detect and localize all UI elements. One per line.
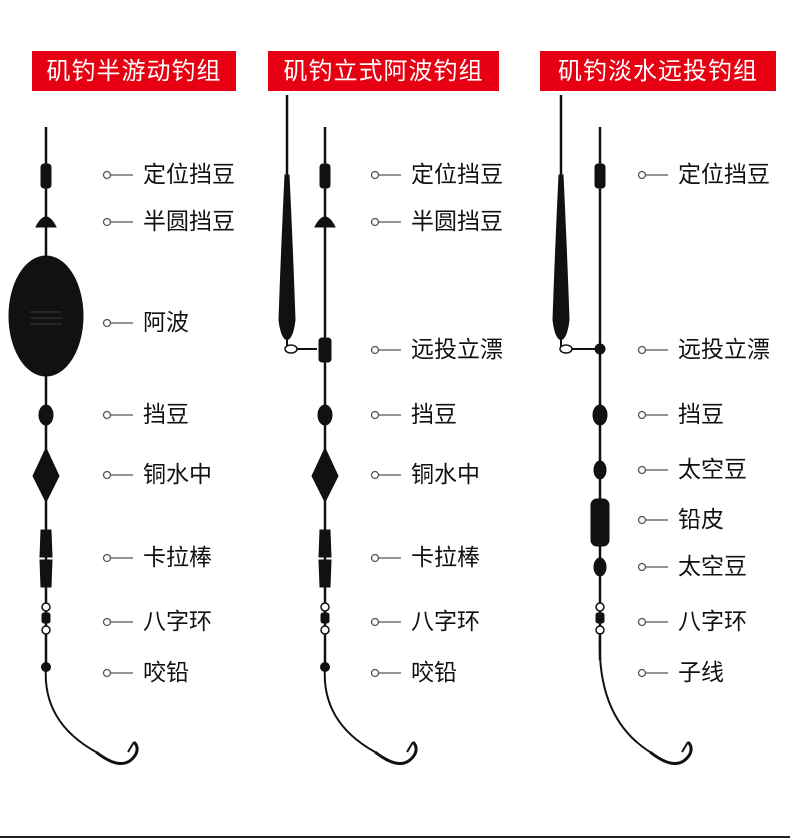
rig2-label-swivel: 八字环 bbox=[411, 609, 480, 635]
rig2-float-holder bbox=[318, 337, 332, 363]
rig3-label-space-bead-top: 太空豆 bbox=[678, 457, 747, 483]
rig3-positioning-stopper bbox=[594, 163, 606, 189]
rig1-label-brass-weight: 铜水中 bbox=[143, 462, 212, 488]
rig3-swivel-body bbox=[595, 612, 605, 624]
rig2-label-positioning-stopper: 定位挡豆 bbox=[411, 162, 503, 188]
rig2-label-split-shot: 咬铅 bbox=[411, 660, 457, 686]
rig1-drawing bbox=[8, 127, 139, 765]
rig1-label-cara-stick: 卡拉棒 bbox=[143, 545, 212, 571]
rig2-cara-stick bbox=[318, 529, 332, 588]
rig3-leader-line bbox=[598, 633, 651, 753]
rig3-title: 矶钓淡水远投钓组 bbox=[540, 51, 776, 91]
rig3-drawing bbox=[552, 95, 693, 765]
rig2-label-long-cast-float: 远投立漂 bbox=[411, 337, 503, 363]
rig3-label-bead-stopper: 挡豆 bbox=[678, 402, 724, 428]
rig2-float-snap bbox=[284, 344, 298, 354]
rig1-half-round-stopper bbox=[35, 216, 57, 228]
rig3-label-space-bead-bottom: 太空豆 bbox=[678, 554, 747, 580]
rig3-label-lead-sheet: 铅皮 bbox=[678, 507, 724, 533]
rig2-swivel-ring-bottom bbox=[320, 625, 330, 635]
rig3-float-knot bbox=[594, 343, 606, 355]
rig1-swivel-ring-top bbox=[41, 602, 51, 612]
rig1-pointers bbox=[102, 170, 133, 678]
rig2-long-float bbox=[278, 174, 296, 341]
rig3-pointers bbox=[637, 170, 668, 678]
rig1-awa-float-lines bbox=[30, 311, 62, 325]
rig3-label-swivel: 八字环 bbox=[678, 609, 747, 635]
rig2-swivel-ring-top bbox=[320, 602, 330, 612]
rig3-hook bbox=[649, 740, 693, 765]
rig1-label-half-round-stopper: 半圆挡豆 bbox=[143, 209, 235, 235]
rig1-awa-float bbox=[8, 255, 84, 377]
rig2-brass-weight bbox=[311, 446, 339, 504]
rig2-leader-line bbox=[323, 666, 376, 753]
rig2-half-round-stopper bbox=[314, 216, 336, 228]
rig1-bead-stopper bbox=[38, 404, 54, 426]
rig2-positioning-stopper bbox=[319, 163, 331, 189]
rig1-hook bbox=[95, 740, 139, 765]
rig3-float-snap bbox=[559, 344, 573, 354]
rig1-positioning-stopper bbox=[40, 163, 52, 189]
rig1-title: 矶钓半游动钓组 bbox=[32, 51, 236, 91]
rig1-label-split-shot: 咬铅 bbox=[143, 660, 189, 686]
label-pointers bbox=[102, 170, 668, 678]
rig1-label-positioning-stopper: 定位挡豆 bbox=[143, 162, 235, 188]
rig3-swivel-ring-bottom bbox=[595, 625, 605, 635]
rig2-label-brass-weight: 铜水中 bbox=[411, 462, 480, 488]
rig1-swivel-body bbox=[41, 612, 51, 624]
rig3-label-leader: 子线 bbox=[678, 660, 724, 686]
rig1-label-bead-stopper: 挡豆 bbox=[143, 402, 189, 428]
rig2-label-bead-stopper: 挡豆 bbox=[411, 402, 457, 428]
rig1-label-awa-float: 阿波 bbox=[143, 310, 189, 336]
rig2-hook bbox=[374, 740, 418, 765]
rig2-label-cara-stick: 卡拉棒 bbox=[411, 545, 480, 571]
rig3-label-long-cast-float: 远投立漂 bbox=[678, 337, 770, 363]
rig1-swivel-ring-bottom bbox=[41, 625, 51, 635]
rig3-label-positioning-stopper: 定位挡豆 bbox=[678, 162, 770, 188]
rig3-lead-sheet bbox=[590, 498, 610, 547]
rig2-pointers bbox=[370, 170, 401, 678]
rig2-label-half-round-stopper: 半圆挡豆 bbox=[411, 209, 503, 235]
rig3-space-bead-bottom bbox=[593, 557, 607, 577]
rig1-leader-line bbox=[44, 666, 97, 753]
rig3-long-float bbox=[552, 174, 570, 341]
rig2-drawing bbox=[278, 95, 418, 765]
bottom-border-line bbox=[0, 836, 790, 838]
rig1-label-swivel: 八字环 bbox=[143, 609, 212, 635]
rig2-title: 矶钓立式阿波钓组 bbox=[268, 51, 499, 91]
rig2-swivel-body bbox=[320, 612, 330, 624]
rig1-cara-stick bbox=[39, 529, 53, 588]
rig3-bead-stopper bbox=[592, 404, 608, 426]
rig1-hook-barb bbox=[127, 741, 135, 753]
rig3-hook-barb bbox=[681, 741, 689, 753]
rig1-brass-weight bbox=[32, 446, 60, 504]
rig2-bead-stopper bbox=[317, 404, 333, 426]
rig3-space-bead-top bbox=[593, 460, 607, 480]
rig2-hook-barb bbox=[406, 741, 414, 753]
rig3-swivel-ring-top bbox=[595, 602, 605, 612]
